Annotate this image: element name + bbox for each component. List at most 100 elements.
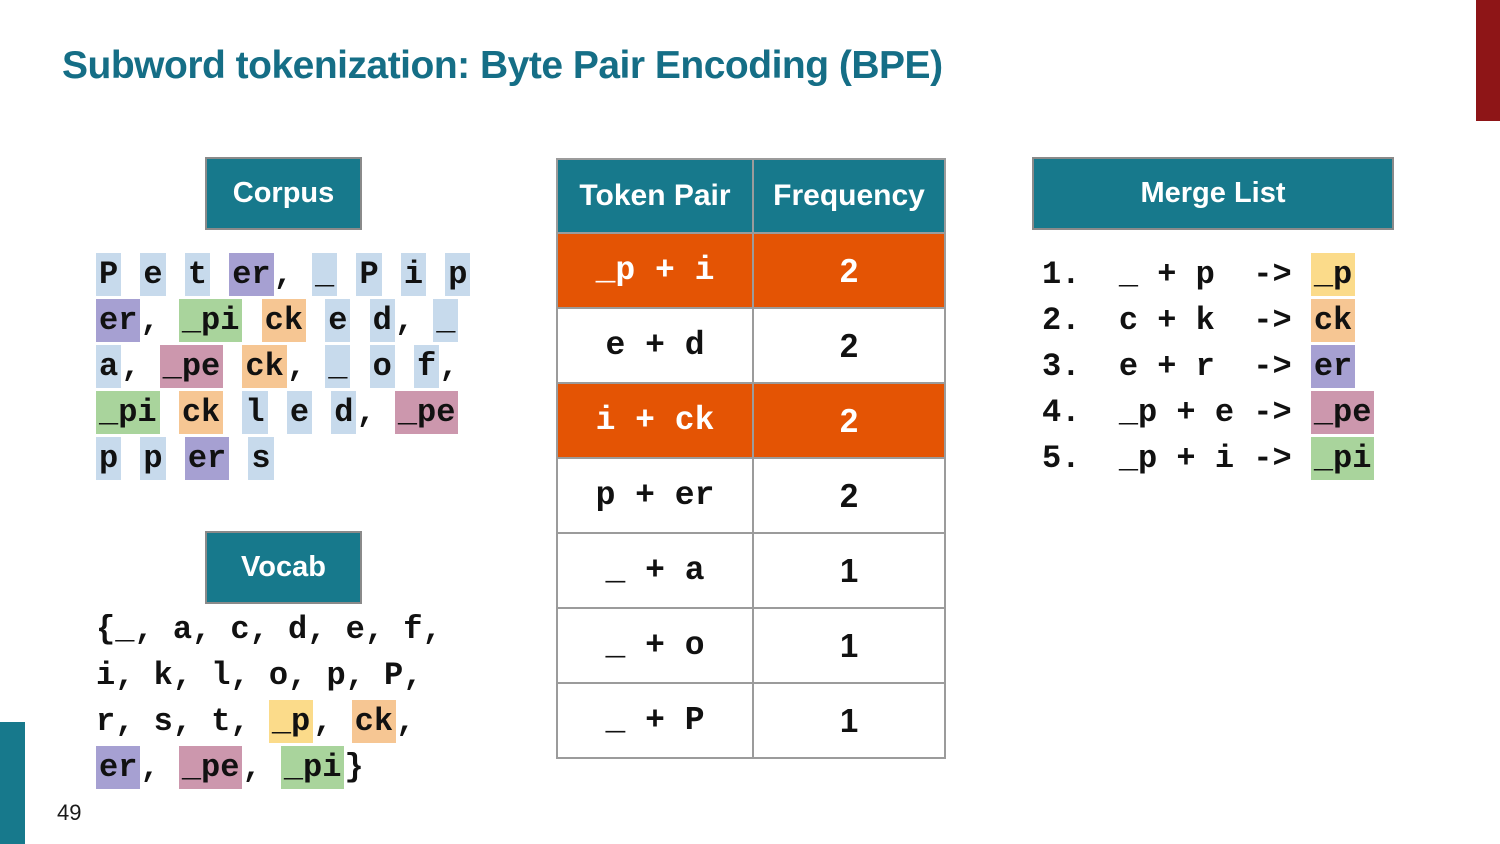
token-d: d	[369, 299, 395, 342]
plain-text	[242, 302, 261, 339]
plain-text: ,	[313, 703, 352, 740]
token-ck: ck	[178, 391, 224, 434]
merge-item-number: 5.	[1042, 440, 1081, 477]
vocab-text: {_, a, c, d, e, f,i, k, l, o, p, P,r, s,…	[96, 607, 442, 791]
plain-text	[223, 348, 242, 385]
plain-text	[395, 348, 414, 385]
token-_pe: _pe	[159, 345, 224, 388]
token-ck: ck	[351, 700, 397, 743]
plain-text: ,	[140, 302, 160, 339]
plain-text: ,	[121, 348, 141, 385]
plain-text	[306, 348, 325, 385]
token-e: e	[286, 391, 313, 434]
merge-item-rule: c + k ->	[1080, 302, 1311, 339]
plain-text	[350, 302, 369, 339]
token-p: p	[96, 437, 122, 480]
merge-item-result-_pe: _pe	[1310, 391, 1375, 434]
token-s: s	[248, 437, 274, 480]
merge-item-result-_p: _p	[1310, 253, 1356, 296]
plain-text	[376, 394, 395, 431]
token-_pi: _pi	[280, 746, 345, 789]
token-er: er	[184, 437, 230, 480]
token-e: e	[325, 299, 351, 342]
plain-text: ,	[394, 302, 415, 339]
merge-list-header: Merge List	[1032, 157, 1394, 230]
corpus-header: Corpus	[205, 157, 362, 230]
plain-text	[121, 256, 140, 293]
plain-text: ,	[140, 749, 179, 786]
page-number: 49	[57, 800, 82, 825]
token-ck: ck	[242, 345, 287, 388]
token-P: P	[356, 253, 382, 296]
merge-list-header-label: Merge List	[1140, 177, 1286, 209]
corpus-line: er, _pi ck e d, _	[96, 298, 470, 344]
merge-item-rule: _ + p ->	[1080, 256, 1311, 293]
token-t: t	[184, 253, 211, 296]
plain-text	[382, 256, 401, 293]
plain-text	[160, 394, 179, 431]
column-header-token-pair: Token Pair	[556, 158, 754, 234]
frequency-cell: 2	[752, 382, 946, 459]
plain-text	[121, 440, 140, 477]
vocab-header: Vocab	[205, 531, 362, 604]
token-a: a	[96, 345, 122, 388]
plain-text	[293, 256, 312, 293]
plain-text	[312, 394, 331, 431]
plain-text: r, s, t,	[96, 703, 269, 740]
plain-text	[229, 440, 248, 477]
plain-text: ,	[286, 348, 307, 385]
corpus-header-label: Corpus	[232, 177, 335, 209]
plain-text	[337, 256, 356, 293]
top-right-accent-bar	[1476, 0, 1500, 121]
plain-text	[166, 256, 185, 293]
token-o: o	[369, 345, 395, 388]
bottom-left-accent-bar	[0, 722, 25, 844]
plain-text: ,	[396, 703, 416, 740]
frequency-cell: 1	[752, 607, 946, 684]
token-l: l	[242, 391, 268, 434]
token-_pi: _pi	[178, 299, 243, 342]
merge-list-item: 1. _ + p -> _p	[1042, 252, 1374, 298]
token-_pi: _pi	[96, 391, 160, 434]
frequency-cell: 1	[752, 532, 946, 609]
page-title: Subword tokenization: Byte Pair Encoding…	[62, 44, 943, 87]
plain-text	[350, 348, 369, 385]
token-e: e	[140, 253, 166, 296]
vocab-line: i, k, l, o, p, P,	[96, 653, 442, 699]
token-_: _	[312, 253, 338, 296]
token-i: i	[400, 253, 427, 296]
merge-item-number: 3.	[1042, 348, 1081, 385]
token-pair-cell: _ + o	[556, 607, 754, 684]
token-P: P	[96, 253, 122, 296]
merge-list-item: 2. c + k -> ck	[1042, 298, 1374, 344]
plain-text: }	[344, 749, 364, 786]
token-_p: _p	[268, 700, 314, 743]
corpus-line: _pi ck l e d, _pe	[96, 390, 470, 436]
vocab-line: er, _pe, _pi}	[96, 745, 442, 791]
plain-text	[268, 394, 287, 431]
merge-item-rule: _p + e ->	[1080, 394, 1311, 431]
plain-text	[160, 302, 179, 339]
corpus-line: P e t er, _ P i p	[96, 252, 471, 298]
plain-text	[426, 256, 445, 293]
token-pair-cell: _p + i	[556, 232, 754, 309]
token-ck: ck	[261, 299, 307, 342]
token-_: _	[325, 345, 351, 388]
frequency-cell: 2	[752, 307, 946, 384]
merge-item-result-_pi: _pi	[1310, 437, 1375, 480]
merge-list-item: 4. _p + e -> _pe	[1042, 390, 1375, 436]
merge-item-result-ck: ck	[1310, 299, 1356, 342]
vocab-line: r, s, t, _p, ck,	[96, 699, 442, 745]
plain-text: ,	[273, 256, 293, 293]
vocab-header-label: Vocab	[241, 551, 326, 583]
